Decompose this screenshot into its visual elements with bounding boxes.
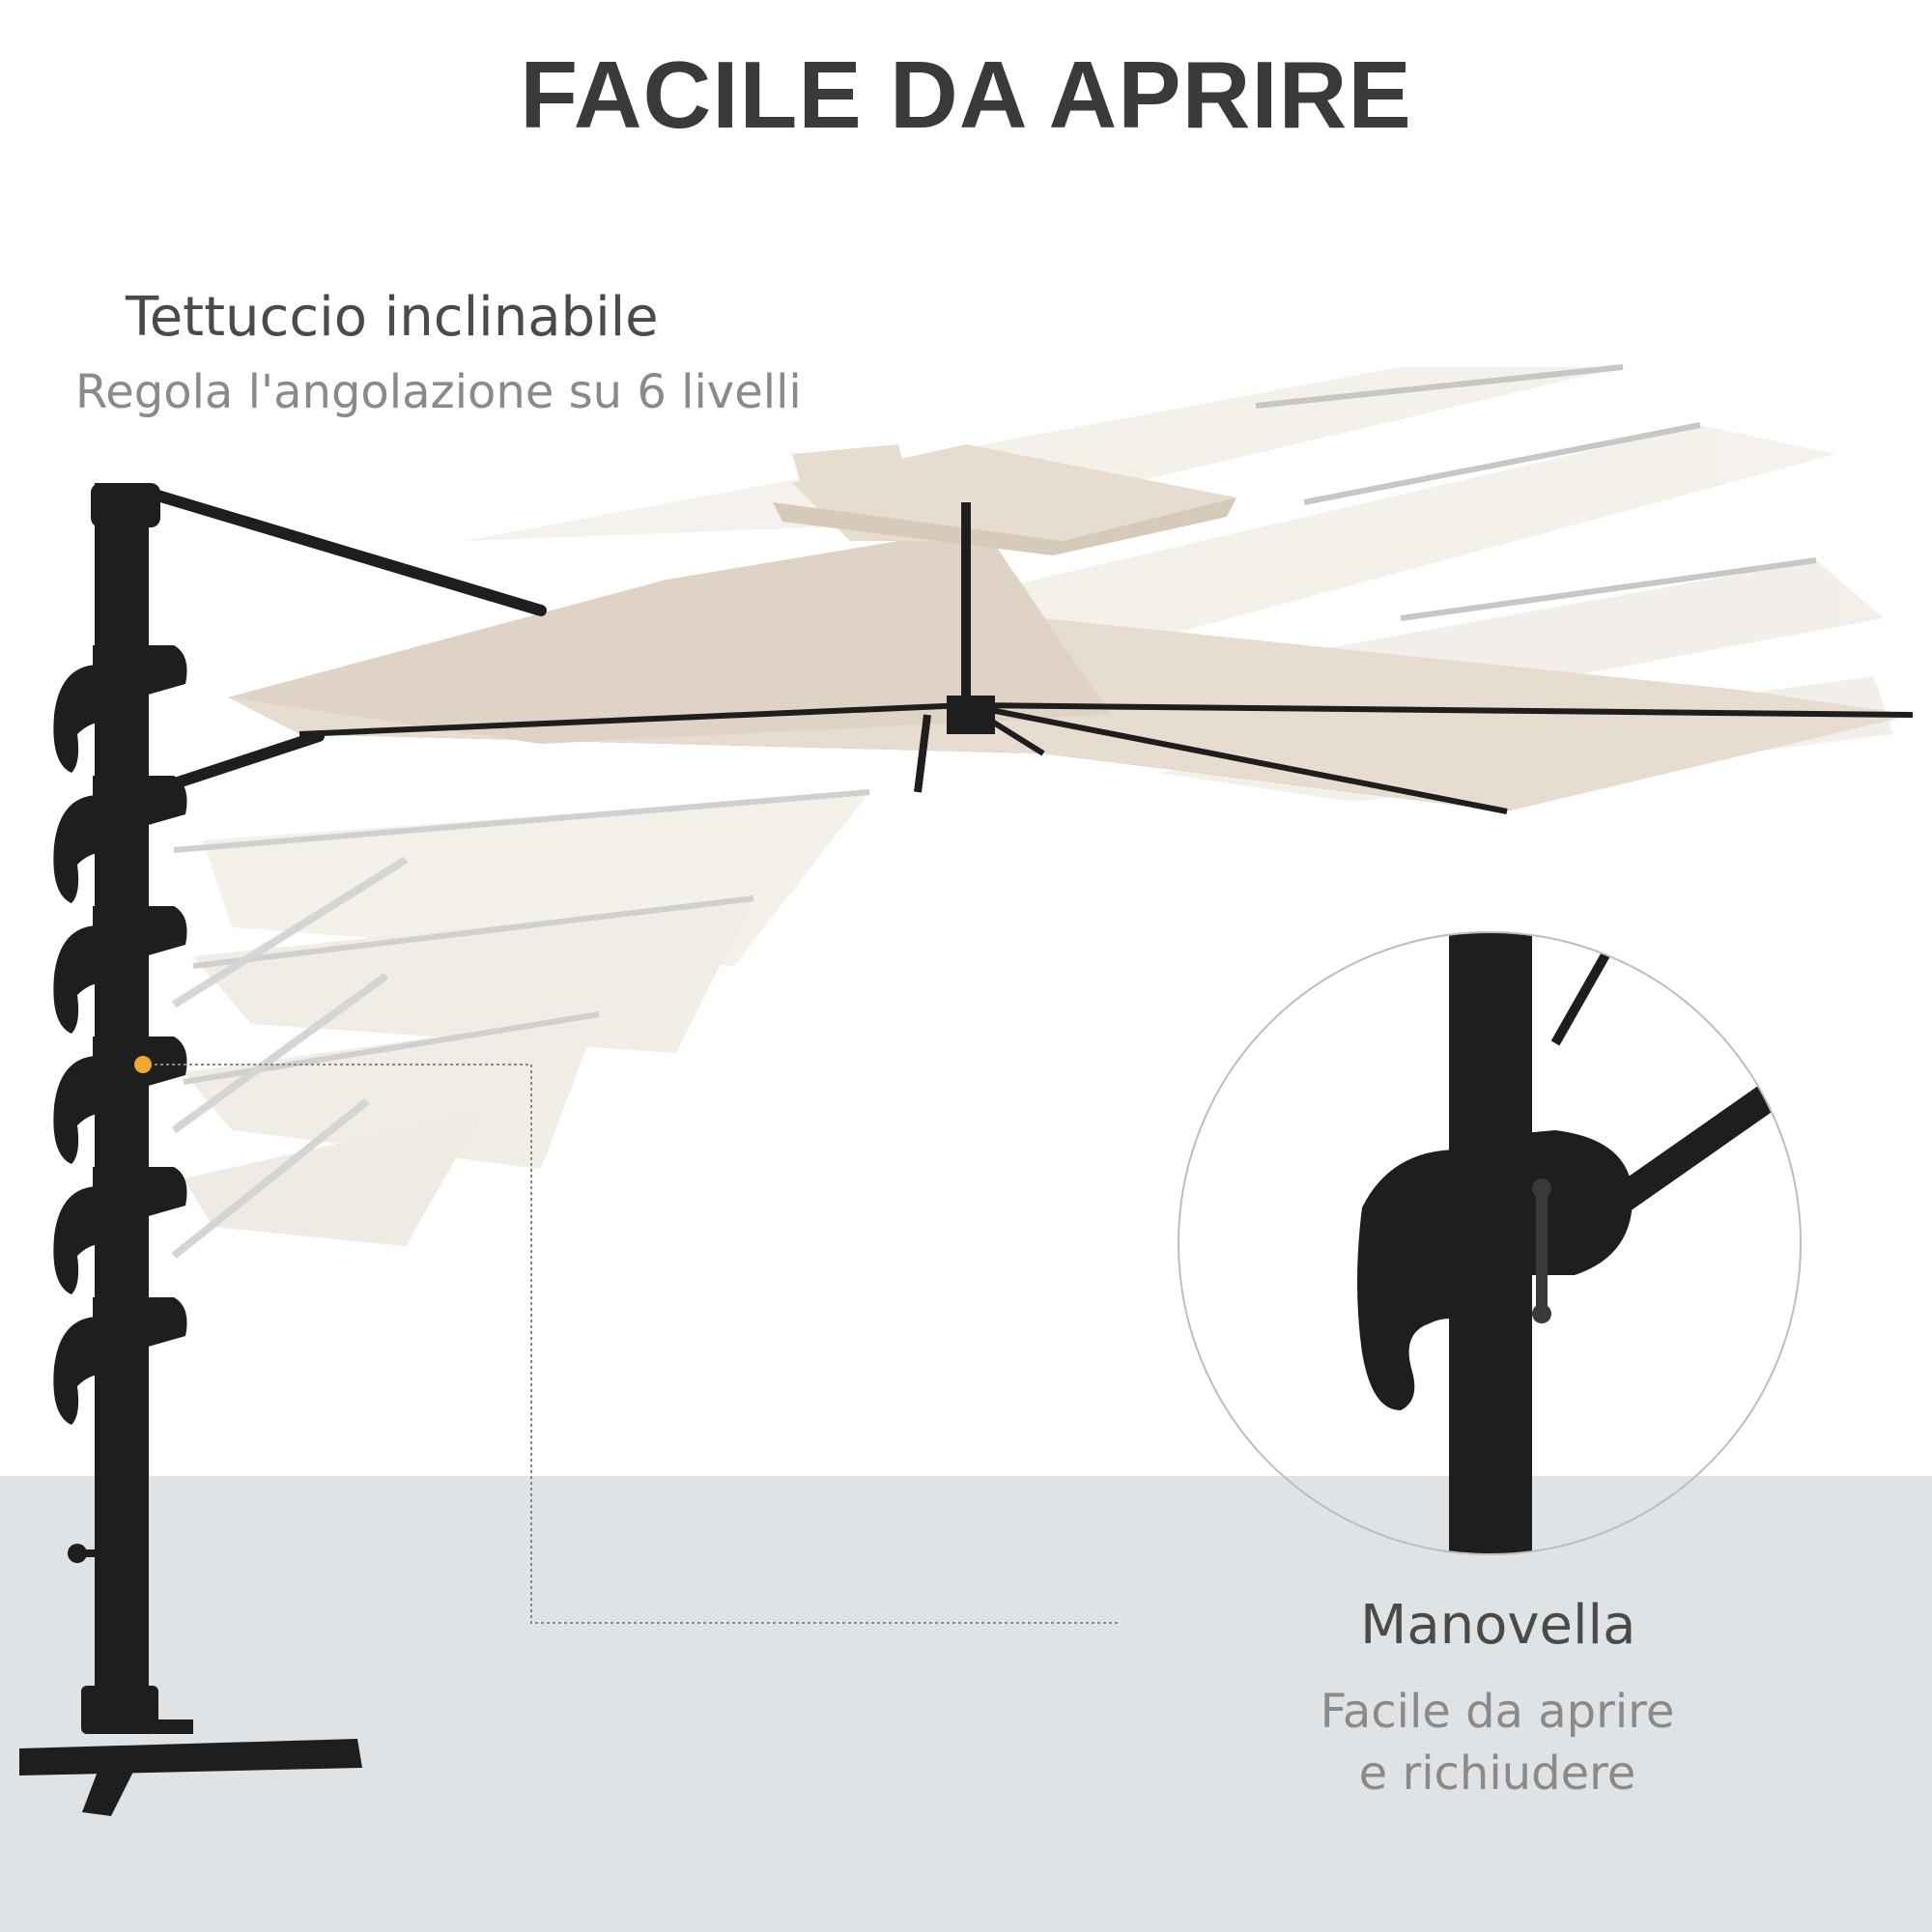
crank-marker-dot	[134, 1056, 152, 1073]
lower-support-arm	[149, 730, 325, 796]
crank-feature-description: Facile da aprire e richiudere	[1246, 1681, 1748, 1804]
umbrella-canopy	[228, 444, 1914, 814]
crank-description-line-2: e richiudere	[1358, 1747, 1636, 1801]
tilt-lock-handles	[53, 645, 187, 1425]
upper-support-arm	[149, 489, 547, 616]
crank-description-line-1: Facile da aprire	[1320, 1685, 1675, 1739]
pole-top-cap	[91, 483, 160, 527]
tilt-feature-heading: Tettuccio inclinabile	[126, 286, 659, 349]
crank-detail-zoom	[1178, 931, 1802, 1555]
tilt-feature-description: Regola l'angolazione su 6 livelli	[75, 365, 802, 419]
crank-feature-heading: Manovella	[1360, 1594, 1636, 1657]
ghost-canopy-positions	[171, 364, 1893, 1260]
leader-line	[155, 1064, 1121, 1624]
cross-base	[19, 1686, 362, 1816]
page-title: FACILE DA APRIRE	[520, 42, 1412, 148]
floor-band	[0, 1476, 1932, 1932]
